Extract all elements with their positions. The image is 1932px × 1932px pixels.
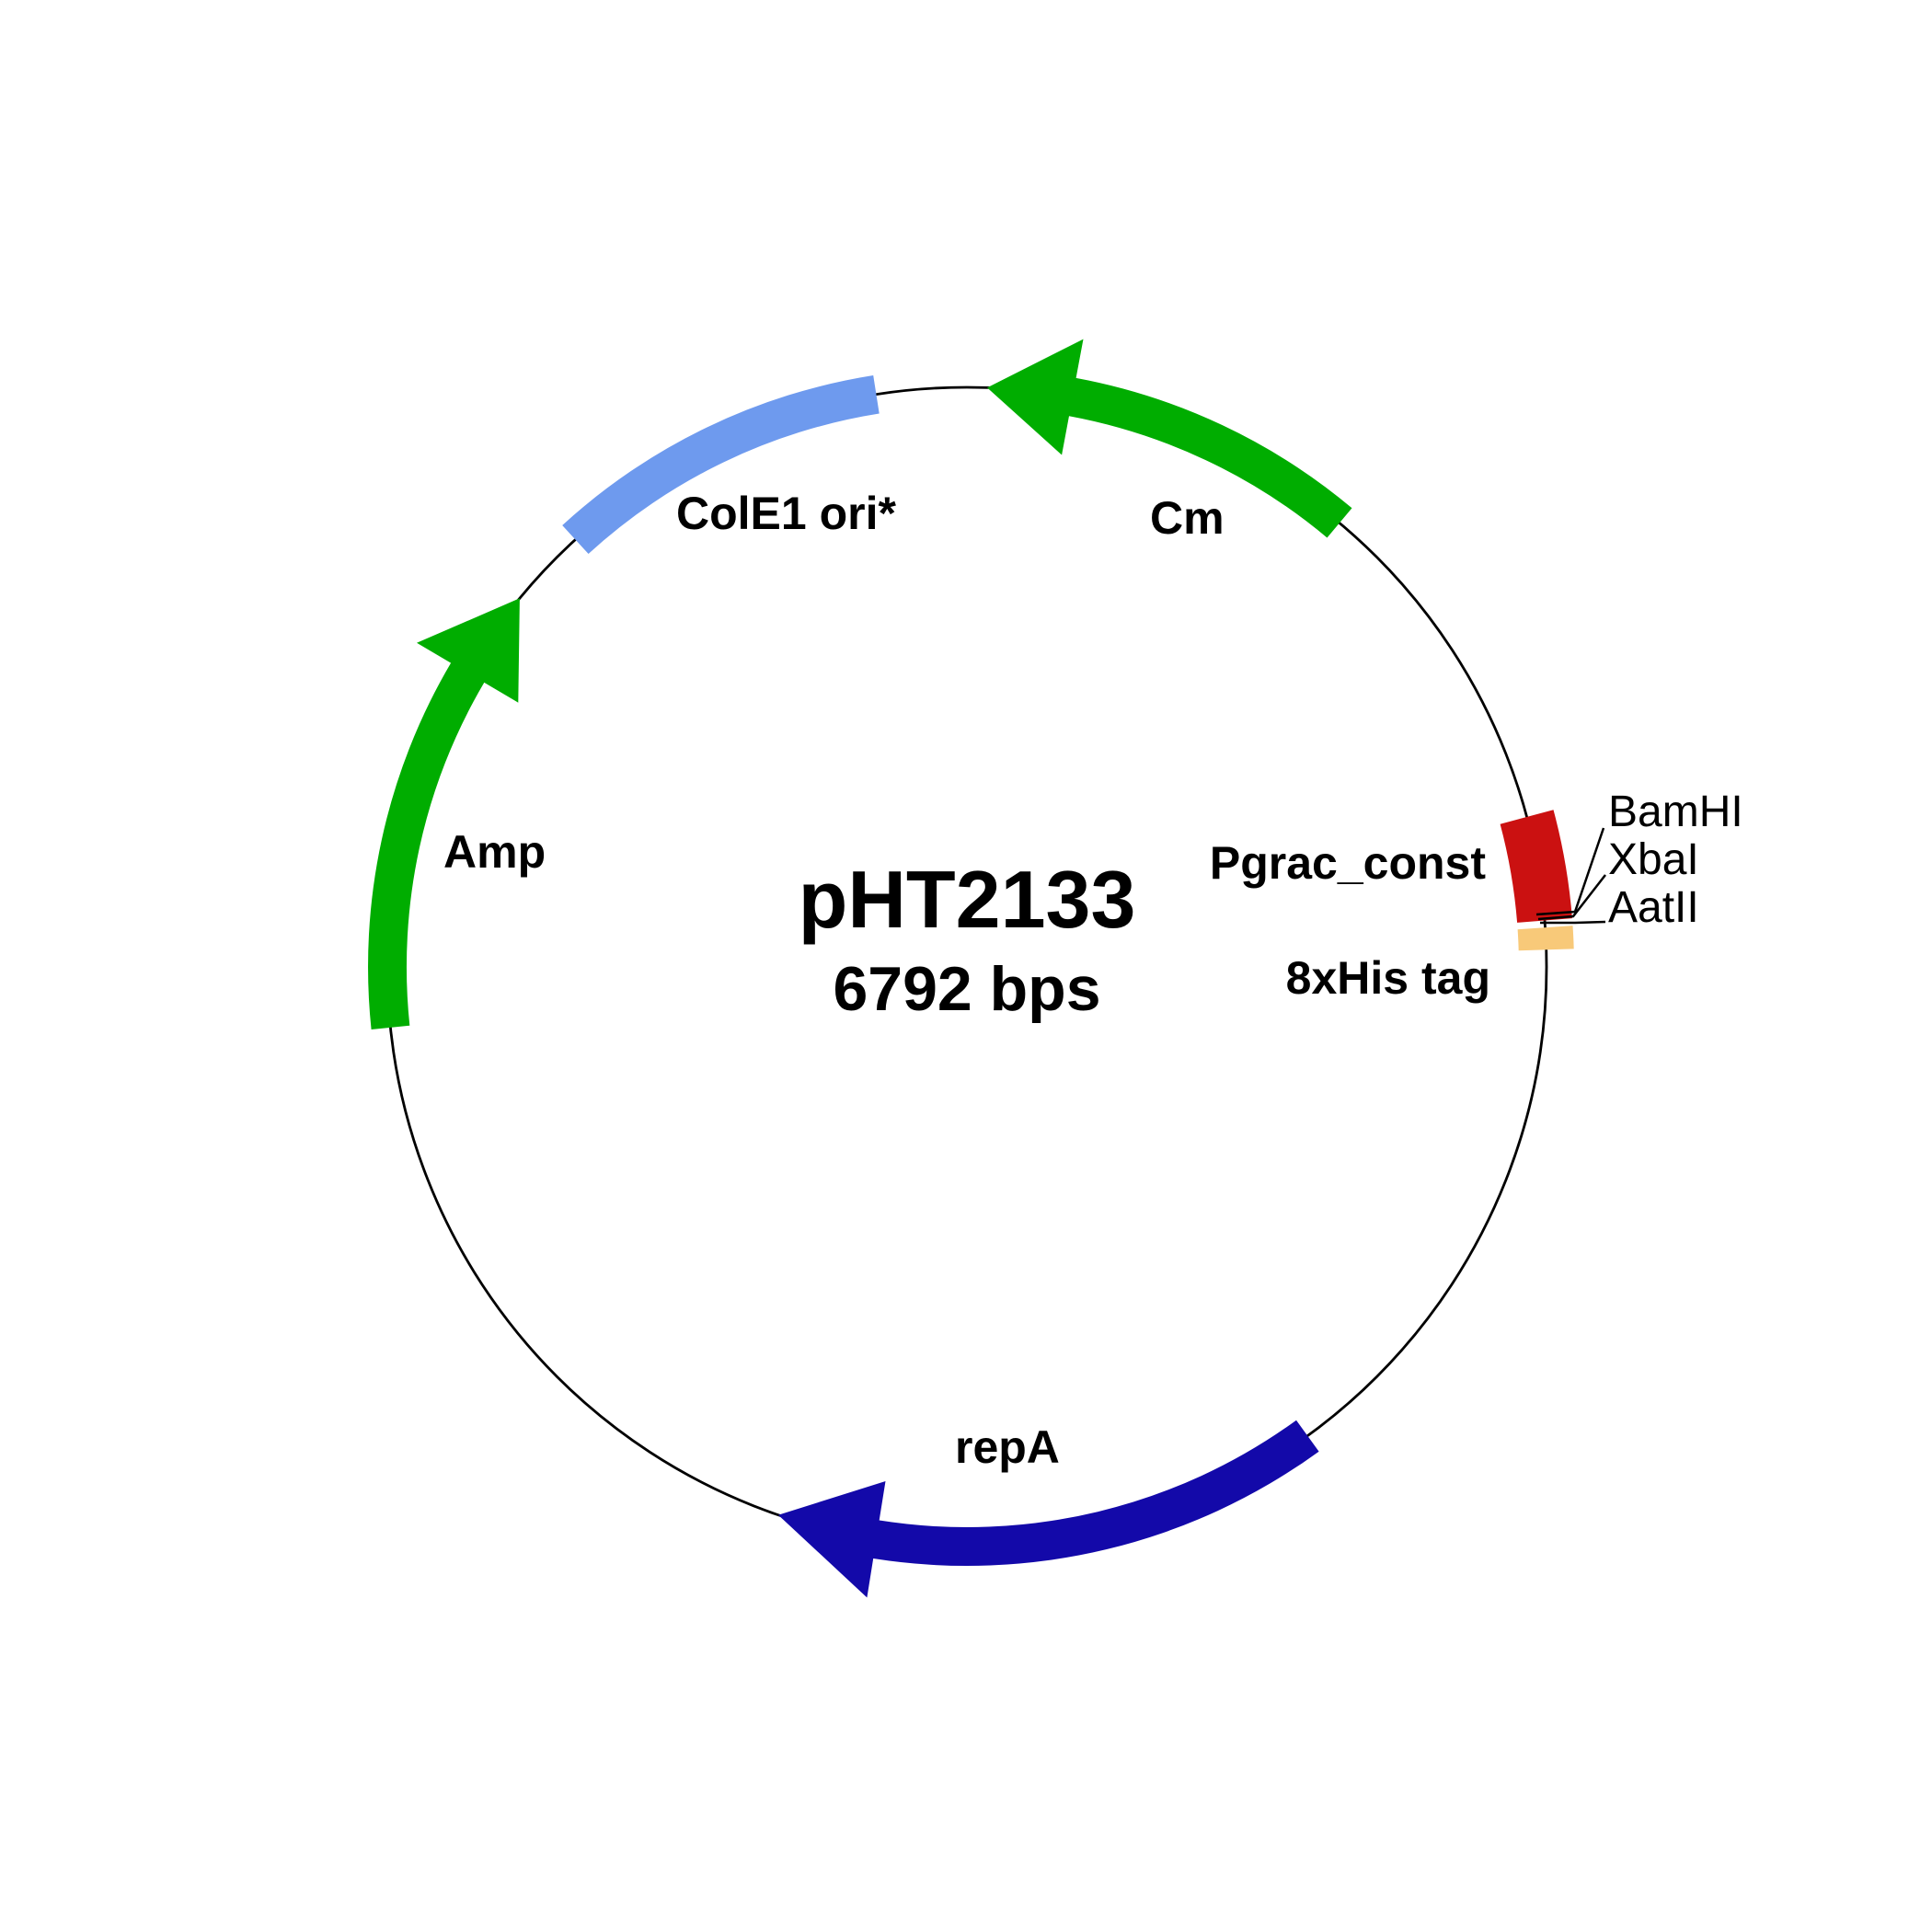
site-label-bamhi: BamHI <box>1608 788 1743 836</box>
feature-cm <box>987 339 1352 538</box>
label-amp: Amp <box>443 826 546 878</box>
restriction-leader-lines <box>1535 827 1606 925</box>
label-cole1-ori: ColE1 ori* <box>676 488 896 539</box>
feature-his-tag <box>1517 926 1574 951</box>
feature-shapes <box>368 339 1574 1598</box>
label-pgrac-const: Pgrac_const <box>1210 837 1486 889</box>
feature-repa <box>777 1420 1319 1598</box>
site-label-aatii: AatII <box>1608 883 1699 932</box>
feature-pgrac-const <box>1500 810 1572 923</box>
site-label-xbai: XbaI <box>1608 835 1699 884</box>
feature-amp <box>368 598 520 1029</box>
label-cm: Cm <box>1150 492 1225 544</box>
leader-bamhi <box>1535 827 1605 916</box>
leader-aatii <box>1540 920 1606 925</box>
feature-cole1-ori <box>562 375 880 554</box>
plasmid-name: pHT2133 <box>799 854 1136 945</box>
label-repa: repA <box>955 1421 1060 1473</box>
plasmid-size: 6792 bps <box>833 954 1100 1024</box>
leader-xbai <box>1537 874 1606 921</box>
label-his-tag: 8xHis tag <box>1286 952 1490 1004</box>
